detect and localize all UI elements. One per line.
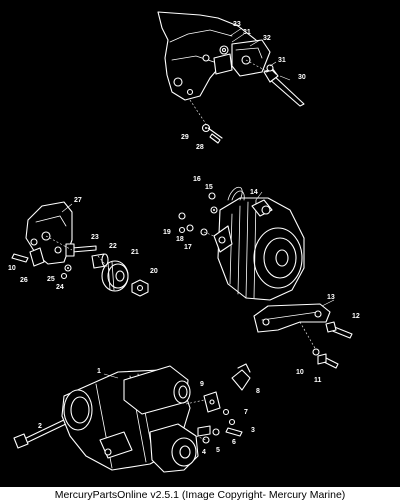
callout-23: 23 <box>91 234 99 241</box>
callout-9: 9 <box>200 381 204 388</box>
callout-20: 20 <box>150 268 158 275</box>
callout-32: 32 <box>263 35 271 42</box>
callout-10-right: 10 <box>296 369 304 376</box>
callout-25: 25 <box>47 276 55 283</box>
callout-14: 14 <box>250 189 258 196</box>
callout-8: 8 <box>256 388 260 395</box>
callout-12: 12 <box>352 313 360 320</box>
callout-10-left: 10 <box>8 265 16 272</box>
callout-15: 15 <box>205 184 213 191</box>
callout-6: 6 <box>232 439 236 446</box>
callout-24: 24 <box>56 284 64 291</box>
copyright-footer: MercuryPartsOnline v2.5.1 (Image Copyrig… <box>0 487 400 503</box>
callout-30: 30 <box>298 74 306 81</box>
callout-5: 5 <box>216 447 220 454</box>
callout-26: 26 <box>20 277 28 284</box>
callout-1: 1 <box>97 368 101 375</box>
callout-4: 4 <box>202 449 206 456</box>
callout-33: 33 <box>233 21 241 28</box>
callout-11: 11 <box>314 377 322 384</box>
alternator-brace-assembly <box>253 299 353 369</box>
callout-21: 21 <box>131 249 139 256</box>
callout-3: 3 <box>251 427 255 434</box>
alternator-assembly <box>178 186 305 301</box>
callout-19: 19 <box>163 229 171 236</box>
idler-pulley-assembly <box>11 201 149 297</box>
callout-labels: 1 2 3 4 5 6 7 8 9 10 10 11 12 13 14 15 1… <box>8 21 360 456</box>
callout-17: 17 <box>184 244 192 251</box>
callout-2: 2 <box>38 423 42 430</box>
callout-29: 29 <box>181 134 189 141</box>
callout-13: 13 <box>327 294 335 301</box>
callout-22: 22 <box>109 243 117 250</box>
callout-7: 7 <box>244 409 248 416</box>
starter-motor-assembly <box>13 363 251 473</box>
callout-28: 28 <box>196 144 204 151</box>
footer-text: MercuryPartsOnline v2.5.1 (Image Copyrig… <box>54 489 346 501</box>
upper-bracket-assembly <box>157 11 305 144</box>
callout-31-lower: 31 <box>278 57 286 64</box>
callout-18: 18 <box>176 236 184 243</box>
callout-27: 27 <box>74 197 82 204</box>
callout-16: 16 <box>193 176 201 183</box>
callout-31-upper: 31 <box>243 29 251 36</box>
